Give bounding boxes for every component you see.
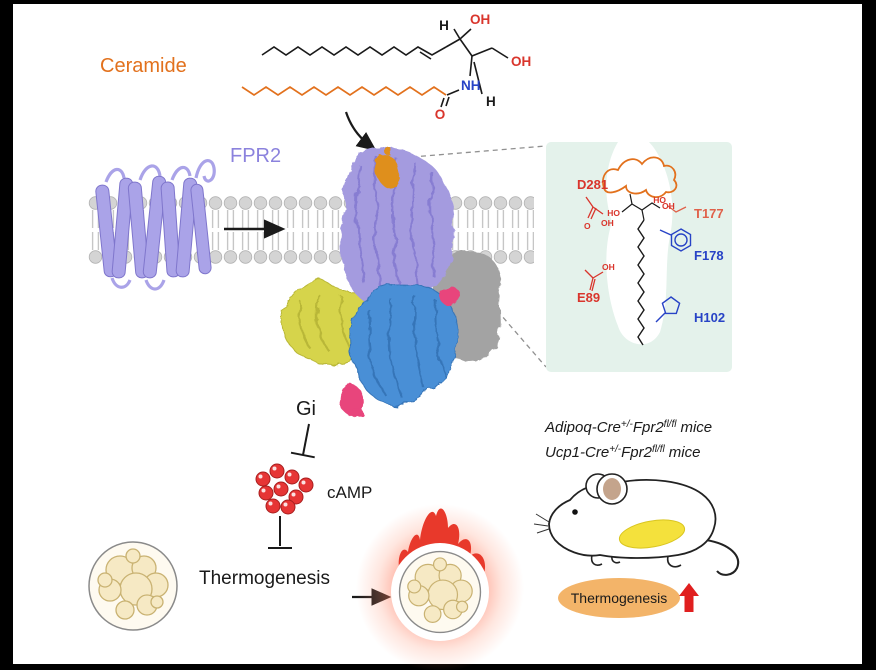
chem-h-bottom: H — [486, 94, 496, 109]
mouse-legs — [590, 554, 682, 568]
pocket-cavity — [606, 142, 673, 345]
binding-arrow — [344, 111, 377, 151]
t177-sidechain — [667, 205, 687, 213]
camp-label: cAMP — [327, 483, 372, 502]
mouse-tail — [705, 538, 740, 576]
bound-ceramide-density — [376, 148, 400, 188]
thermogenesis-label: Thermogenesis — [199, 568, 330, 589]
pocket-ligand-tail — [602, 156, 678, 198]
fatty-acyl-chain — [241, 85, 447, 97]
line1-gene: Fpr2 — [633, 419, 665, 436]
g-gamma-density — [340, 287, 461, 419]
line2-strain: Ucp1-Cre — [545, 444, 609, 461]
burning-adipocyte — [356, 504, 524, 670]
residue-d281: D281 — [577, 177, 608, 192]
camp-inhibition-bar — [268, 516, 292, 549]
fpr2-label: FPR2 — [230, 145, 281, 167]
f178-ring — [659, 228, 692, 252]
line2-gene: Fpr2 — [621, 444, 653, 461]
ceramide-structure: H OH OH NH O H — [241, 12, 531, 122]
residue-t177: T177 — [694, 206, 724, 221]
d281-oh: OH — [601, 218, 614, 228]
pocket-ligand-chain — [637, 219, 645, 346]
pocket-ho-head: HO — [607, 208, 620, 218]
t177-ho: HO — [653, 195, 666, 205]
residue-h102: H102 — [694, 310, 725, 325]
pocket-oh-head: OH — [662, 201, 675, 211]
line1-suffix: mice — [680, 419, 712, 436]
line2-sup1: +/- — [609, 444, 622, 455]
chem-oh-top: OH — [470, 12, 490, 27]
badge-oval — [558, 578, 680, 618]
mouse-eye — [572, 509, 578, 515]
line1-strain: Adipoq-Cre — [544, 419, 621, 436]
binding-pocket-inset: HO OH O OH OH HO D281 T177 F178 E89 H102 — [546, 142, 732, 372]
sphingosine-chain — [261, 46, 447, 56]
mouse-drawing — [533, 473, 740, 576]
thermogenesis-badge: Thermogenesis — [558, 578, 699, 618]
chem-o: O — [435, 107, 446, 122]
line2-suffix: mice — [669, 444, 701, 461]
line1-sup1: +/- — [621, 419, 634, 430]
residue-f178: F178 — [694, 248, 724, 263]
cryoem-complex — [282, 147, 502, 419]
mouse-whiskers — [533, 513, 550, 534]
fpr2-density — [340, 147, 455, 308]
chem-h-top: H — [439, 18, 449, 33]
g-beta-density — [350, 282, 459, 406]
h102-ring — [655, 296, 681, 323]
white-adipocyte — [88, 541, 178, 631]
chem-oh-right: OH — [511, 54, 531, 69]
double-bond — [419, 51, 432, 60]
gi-label: Gi — [296, 398, 316, 420]
e89-oh: OH — [602, 262, 615, 272]
ceramide-label: Ceramide — [100, 55, 187, 77]
fat-depot — [618, 519, 686, 549]
line1-sup2: fl/fl — [664, 419, 678, 430]
residue-e89: E89 — [577, 290, 600, 305]
d281-o: O — [584, 221, 591, 231]
pocket-ligand-head — [621, 193, 661, 221]
e89-sidechain — [584, 269, 604, 292]
d281-sidechain — [585, 196, 604, 220]
badge-label: Thermogenesis — [571, 590, 668, 606]
up-arrow-icon — [679, 583, 699, 612]
camp-molecules — [255, 463, 314, 515]
line2-sup2: fl/fl — [652, 444, 666, 455]
mouse-inner-ear — [603, 478, 621, 500]
gi-inhibition-bar — [290, 423, 315, 459]
chem-nh: NH — [461, 78, 481, 93]
fpr2-cartoon-structure — [95, 159, 216, 291]
